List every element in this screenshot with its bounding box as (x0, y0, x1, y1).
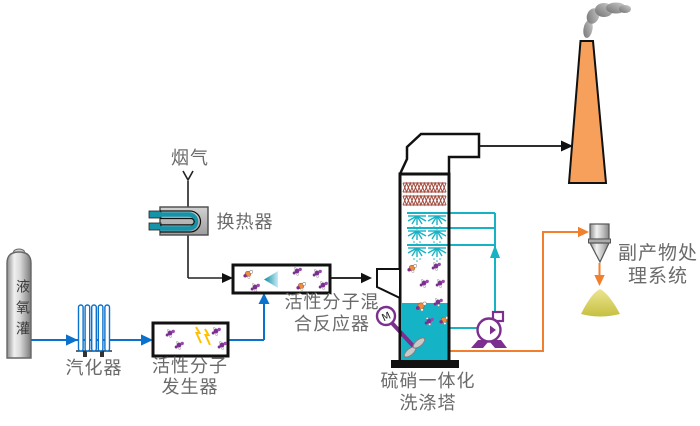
duct-to-chimney (398, 132, 561, 175)
tower-inlet-duct (376, 268, 401, 300)
label-mixing-reactor: 活性分子混合反应器 (284, 292, 380, 335)
label-vaporizer: 汽化器 (65, 358, 123, 379)
slurry-pipe (449, 231, 578, 352)
lightning-icon (194, 326, 211, 346)
generator-box (151, 321, 230, 358)
flue-gas-inlet (182, 170, 222, 279)
heat-exchanger-icon (148, 206, 209, 236)
demister-pads (402, 181, 447, 207)
agitator-motor-icon (375, 305, 397, 327)
byproduct-hopper-icon (588, 223, 611, 286)
label-lox-tank: 液氧灌 (14, 279, 30, 342)
black-arrow-icon (222, 273, 233, 283)
circulation-pump-icon (471, 310, 507, 348)
agitator-motor-label: M (380, 311, 392, 325)
injector-nozzle-icon (264, 271, 278, 288)
slurry-arrow-icon (578, 226, 589, 238)
mixing-reactor-box (231, 263, 332, 295)
black-arrow-icon (361, 272, 372, 284)
smoke-plume-icon (583, 2, 631, 38)
spray-nozzles-icon (407, 215, 447, 263)
agitator: M (375, 305, 426, 358)
arrowhead-to-chimney-icon (561, 140, 573, 152)
label-flue-gas: 烟气 (171, 148, 209, 169)
label-heat-exchanger: 换热器 (216, 212, 274, 233)
label-byproduct-system: 副产物处理系统 (617, 242, 698, 287)
scrubber-base (391, 360, 459, 368)
blue-arrow-icon (66, 334, 78, 346)
chimney (567, 40, 608, 184)
label-scrubber: 硫硝一体化洗涤塔 (380, 371, 476, 414)
circulation-pipes (407, 212, 496, 329)
vaporizer-icon (76, 304, 112, 357)
circulation-arrow-icon (490, 245, 500, 258)
byproduct-pile-icon (581, 289, 620, 317)
blue-arrow-icon (141, 334, 153, 346)
blue-arrow-icon (258, 293, 270, 304)
liquid-oxygen-tank (6, 248, 32, 359)
label-generator: 活性分子发生器 (152, 356, 228, 398)
agitator-propeller-icon (412, 337, 426, 349)
